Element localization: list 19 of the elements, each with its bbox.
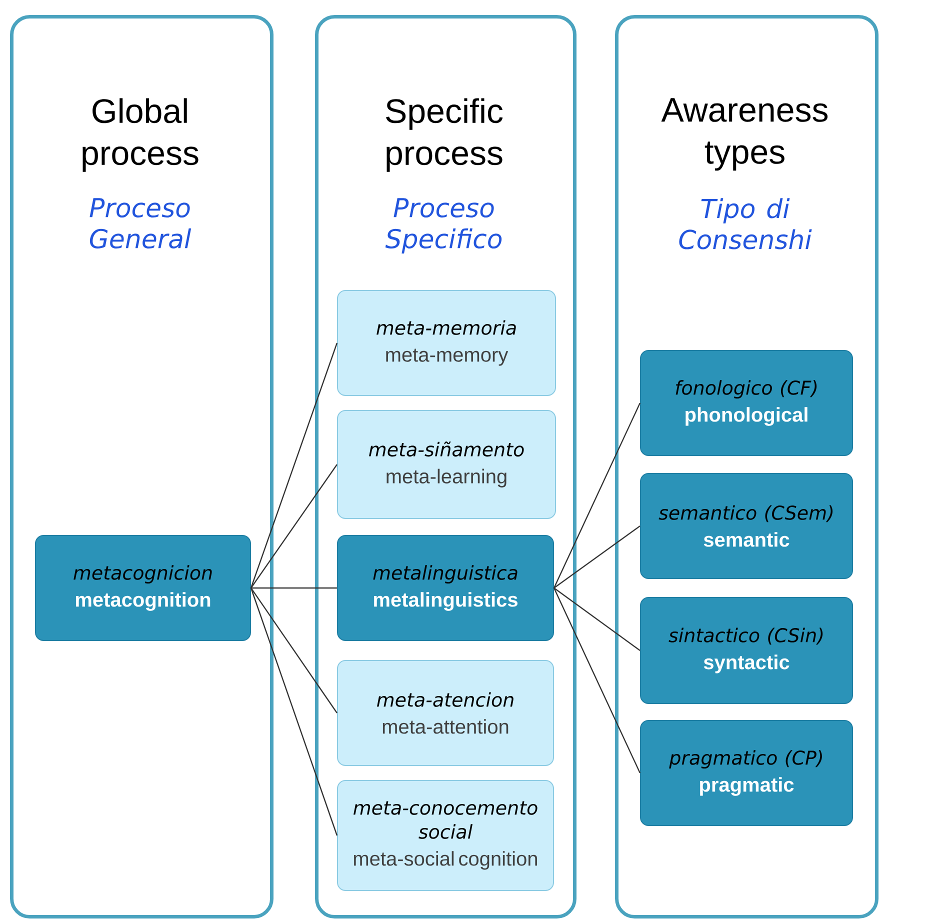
process-box: metacognicion metacognition xyxy=(35,535,251,641)
process-box: fonologico (CF) phonological xyxy=(640,350,853,456)
process-box: semantico (CSem) semantic xyxy=(640,473,853,579)
connector-line xyxy=(251,587,337,589)
connector-line xyxy=(553,588,641,774)
process-box: meta-memoria meta-memory xyxy=(337,290,556,396)
process-box: pragmatico (CP) pragmatic xyxy=(640,720,853,826)
process-box: metalinguistica metalinguistics xyxy=(337,535,554,641)
connector-line xyxy=(250,464,338,588)
connector-line xyxy=(554,526,640,588)
connector-line xyxy=(250,342,338,588)
process-box: meta-siñamento meta-learning xyxy=(337,410,556,519)
connector-line xyxy=(553,402,641,588)
connector-line xyxy=(250,588,338,714)
process-box: meta-conocemento social meta-social cognition xyxy=(337,780,554,891)
process-box: meta-atencion meta-attention xyxy=(337,660,554,766)
connector-line xyxy=(250,588,338,836)
connector-line xyxy=(554,588,640,651)
process-box: sintactico (CSin) syntactic xyxy=(640,597,853,704)
